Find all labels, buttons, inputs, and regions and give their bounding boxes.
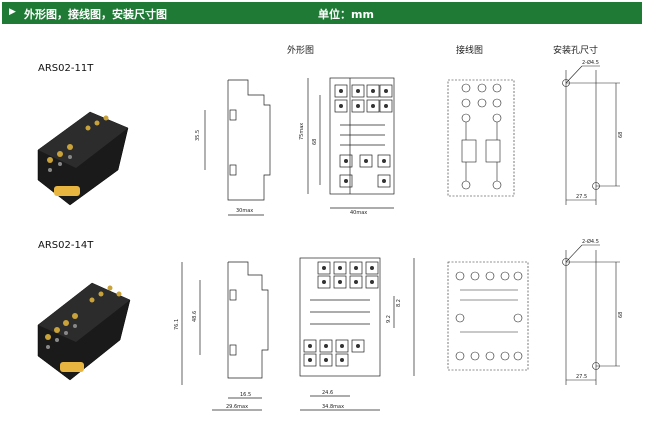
mounting-diagram-2 <box>562 244 620 385</box>
side-view-2 <box>181 261 269 411</box>
dim-side-width-inner-2: 16.5 <box>240 392 251 398</box>
side-view-1 <box>204 79 271 216</box>
triangle-bullet-icon: ▶ <box>9 7 16 17</box>
outline-label: 外形图 <box>287 46 315 56</box>
header-bar: ▶ 外形图，接线图，安装尺寸图 单位：mm <box>2 2 642 24</box>
header-unit: 单位：mm <box>318 8 374 21</box>
relay-socket-photo-2 <box>37 282 131 381</box>
front-view-2 <box>299 257 415 411</box>
dim-side-width-1: 30max <box>236 208 253 214</box>
dim-hole-pitch-1: 68 <box>618 132 624 138</box>
dim-front-height-1: 68 <box>312 139 318 145</box>
dim-front-pitch-a-2: 8.2 <box>396 299 402 307</box>
wiring-diagram-2 <box>447 261 529 371</box>
wiring-label: 接线图 <box>456 46 484 56</box>
relay-socket-photo-1 <box>37 111 129 206</box>
mounting-label: 安装孔尺寸 <box>553 46 599 56</box>
dim-hole-1: 2-Ø4.5 <box>582 59 599 66</box>
dim-hole-offset-1: 27.5 <box>576 194 587 200</box>
mounting-diagram-1 <box>562 65 620 205</box>
dim-side-height-1: 35.5 <box>195 130 201 141</box>
dim-front-height-max-1: 75max <box>299 123 305 140</box>
dim-side-width-2: 29.6max <box>226 404 248 410</box>
dim-hole-2: 2-Ø4.5 <box>582 238 599 245</box>
dim-front-width-2: 34.8max <box>322 404 344 410</box>
dim-front-pitch-b-2: 9.2 <box>386 315 392 323</box>
model-name-2: ARS02-14T <box>38 240 94 251</box>
dim-hole-offset-2: 27.5 <box>576 374 587 380</box>
dim-front-width-1: 40max <box>350 210 367 216</box>
model-name-1: ARS02-11T <box>38 63 94 74</box>
front-view-1 <box>307 77 395 209</box>
dim-side-height-2: 48.6 <box>192 311 198 322</box>
dim-side-height-total-2: 76.1 <box>174 319 180 330</box>
wiring-diagram-1 <box>447 79 515 197</box>
dim-hole-pitch-2: 68 <box>618 312 624 318</box>
header-title: 外形图，接线图，安装尺寸图 <box>24 8 167 21</box>
dim-front-width-inner-2: 24.6 <box>322 390 333 396</box>
